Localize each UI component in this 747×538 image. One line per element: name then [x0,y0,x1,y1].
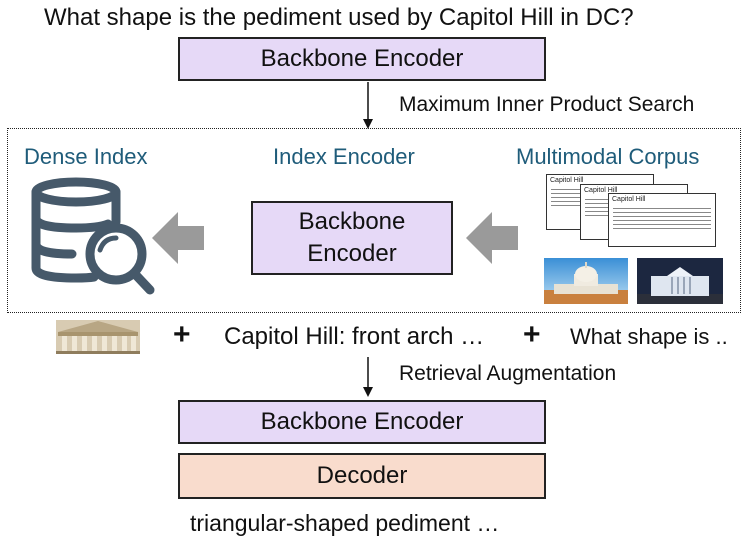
question-text: What shape is the pediment used by Capit… [44,4,634,31]
white-house-night-image [637,258,723,304]
decoder-label: Decoder [316,462,408,489]
retrieval-panel [7,128,741,313]
query-snippet: What shape is .. [570,324,728,349]
corpus-document-2-title: Capitol Hill [584,187,618,194]
capitol-dome-image [544,258,628,304]
bottom-backbone-encoder-label: Backbone Encoder [260,408,464,435]
arrow-to-index-icon [152,212,204,264]
index-encoder-line-2: Encoder [307,240,397,267]
retrieved-text: Capitol Hill: front arch … [224,323,485,350]
pediment-image [56,320,140,354]
answer-text: triangular-shaped pediment … [190,510,500,536]
decoder-box: Decoder [178,453,546,499]
index-encoder-label: Index Encoder [273,144,415,169]
plus-sign-2: + [523,318,541,351]
index-backbone-encoder: Backbone Encoder [251,201,453,275]
bottom-backbone-encoder: Backbone Encoder [178,400,546,444]
top-backbone-encoder: Backbone Encoder [178,37,546,81]
database-search-icon [31,177,155,295]
corpus-document-1-title: Capitol Hill [550,177,584,184]
top-backbone-encoder-label: Backbone Encoder [260,45,464,72]
arrow-retrieval-head [363,387,373,397]
index-encoder-line-1: Backbone [298,208,406,235]
retrieval-augmentation-label: Retrieval Augmentation [399,362,617,385]
arrow-mips-head [363,119,373,129]
arrow-to-encoder-icon [466,212,518,264]
dense-index-label: Dense Index [24,144,148,169]
multimodal-corpus-label: Multimodal Corpus [516,144,700,169]
corpus-document-3-title: Capitol Hill [612,196,646,203]
mips-label: Maximum Inner Product Search [399,93,695,116]
plus-sign-1: + [173,318,191,351]
corpus-document-3: Capitol Hill [608,193,716,247]
